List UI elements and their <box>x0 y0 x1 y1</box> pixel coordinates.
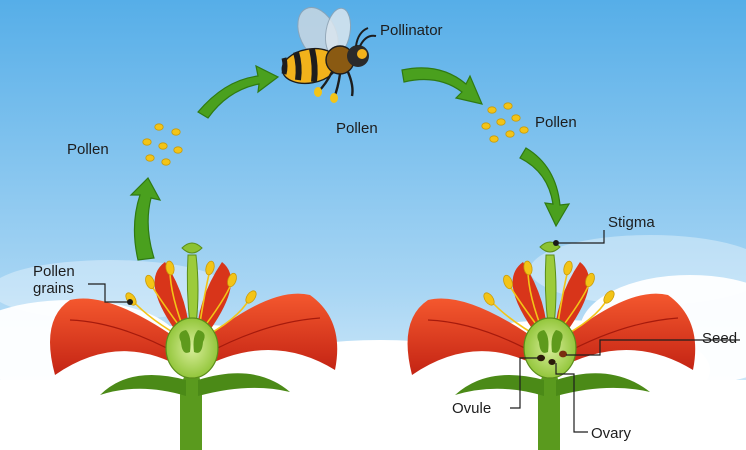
ovary-label: Ovary <box>591 425 631 442</box>
ovule-dot <box>537 355 545 361</box>
ovule-label: Ovule <box>452 400 491 417</box>
pollen-top-label: Pollen <box>336 120 378 137</box>
pollen-left-label: Pollen <box>67 141 109 158</box>
seed-dot <box>559 351 567 358</box>
stigma-label: Stigma <box>608 214 655 231</box>
pollen-grains-label: Pollen grains <box>33 263 93 297</box>
pollinator-label: Pollinator <box>380 22 443 39</box>
seed-label: Seed <box>702 330 737 347</box>
stigma-pollen-marker <box>553 240 559 246</box>
pollen-right-label: Pollen <box>535 114 577 131</box>
